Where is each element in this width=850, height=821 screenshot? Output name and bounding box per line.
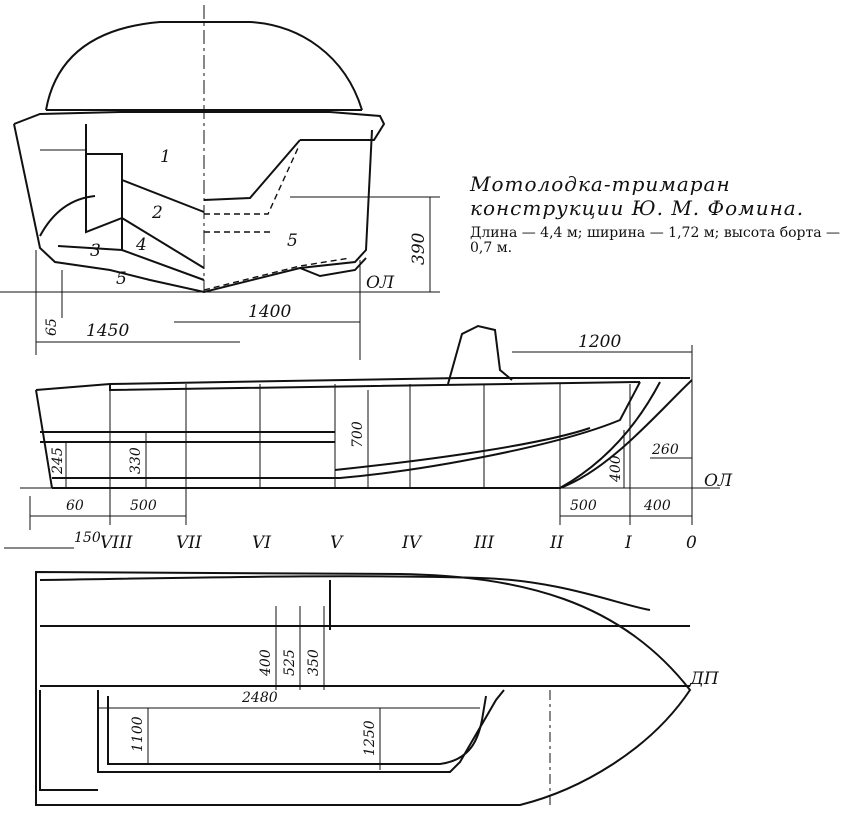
dim-1400: 1400 <box>248 302 291 322</box>
dim-60: 60 <box>66 498 84 514</box>
label-4: 4 <box>135 235 147 255</box>
dim-2480: 2480 <box>241 690 278 706</box>
station-IV: IV <box>401 533 423 553</box>
keel-line <box>52 379 693 489</box>
side-ol-label: ОЛ <box>704 471 733 491</box>
dim-400-vertical: 400 <box>608 455 624 483</box>
canopy <box>45 21 363 111</box>
station-VII: VII <box>176 533 202 553</box>
dim-1250: 1250 <box>362 720 378 756</box>
station-labels: VIII VII VI V IV III II I 0 <box>100 533 697 553</box>
station-II: II <box>549 533 564 553</box>
seat-hidden <box>204 147 299 215</box>
cockpit-inner <box>107 695 487 765</box>
float-bottom <box>57 245 205 281</box>
label-5-left: 5 <box>116 269 127 289</box>
station-0: 0 <box>686 533 697 553</box>
dim-400-bow: 400 <box>643 498 671 514</box>
dim-245: 245 <box>50 447 66 475</box>
front-ol-label: ОЛ <box>366 273 395 293</box>
dim-1450: 1450 <box>86 321 129 341</box>
hull-outline <box>13 123 373 294</box>
dim-330: 330 <box>128 447 144 474</box>
windshield <box>447 324 513 385</box>
plan-outline <box>35 570 692 806</box>
bottom-hidden <box>203 257 351 291</box>
frame-line-2 <box>85 154 205 269</box>
side-float <box>39 690 98 791</box>
station-VIII: VIII <box>100 533 133 553</box>
station-I: I <box>624 533 632 553</box>
dp-label: ДП <box>689 669 720 689</box>
dim-500-stern: 500 <box>130 498 157 514</box>
caption-title: Мотолодка-тримаран конструкции Ю. М. Фом… <box>470 172 805 220</box>
dim-260: 260 <box>651 442 679 458</box>
dim-65: 65 <box>44 318 60 336</box>
rubbing-strakes <box>40 431 335 443</box>
float-curve <box>39 195 96 237</box>
sheer-line <box>35 377 690 391</box>
dim-1200: 1200 <box>578 332 621 352</box>
dim-700: 700 <box>350 421 366 448</box>
frame-line-1 <box>85 124 205 213</box>
plan-deck-lines <box>40 625 690 687</box>
front-view: 1 2 3 4 5 5 ОЛ 390 1400 1450 65 <box>0 5 440 360</box>
transom <box>35 389 53 489</box>
label-2: 2 <box>151 203 163 223</box>
station-lines <box>109 345 693 525</box>
caption-block: Мотолодка-тримаран конструкции Ю. М. Фом… <box>470 172 845 256</box>
chine-line-2 <box>334 427 591 471</box>
dim-525-plan: 525 <box>282 649 298 676</box>
plan-gunwale <box>39 575 651 611</box>
deck-line <box>13 111 386 141</box>
station-III: III <box>473 533 494 553</box>
cockpit-outer <box>97 689 505 773</box>
side-view: ОЛ 1200 700 330 245 260 400 60 500 500 4… <box>4 324 733 553</box>
plan-view: ДП 2480 1100 1250 400 525 350 <box>35 570 720 806</box>
bow-curve-inner <box>559 381 661 489</box>
label-3: 3 <box>90 241 101 261</box>
dim-350-plan: 350 <box>306 649 322 676</box>
dim-390: 390 <box>409 232 429 265</box>
chine-line <box>52 381 641 479</box>
label-1: 1 <box>160 147 171 167</box>
dim-500-bow: 500 <box>570 498 597 514</box>
caption-specs: Длина — 4,4 м; ширина — 1,72 м; высота б… <box>470 225 841 256</box>
dim-1100: 1100 <box>130 716 146 752</box>
dim-150: 150 <box>74 530 101 546</box>
label-5-right: 5 <box>287 231 298 251</box>
station-VI: VI <box>252 533 271 553</box>
dim-400-plan: 400 <box>258 649 274 677</box>
station-V: V <box>330 533 344 553</box>
seat-line <box>203 139 301 201</box>
